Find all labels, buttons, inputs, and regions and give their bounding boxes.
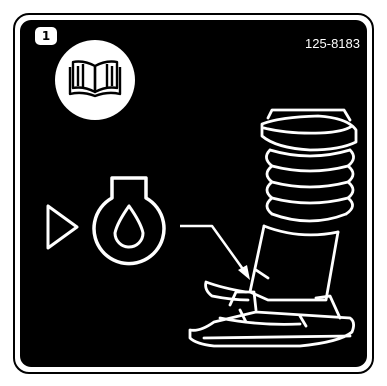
part-number: 125-8183	[305, 36, 360, 51]
engine-oil-icon	[92, 176, 166, 266]
read-operators-manual-icon	[55, 40, 135, 120]
triangle-pointer-icon	[46, 204, 79, 250]
section-number-badge: 1	[35, 27, 57, 45]
pointer-arrow	[180, 224, 250, 280]
vibratory-compactor-illustration	[188, 108, 358, 348]
